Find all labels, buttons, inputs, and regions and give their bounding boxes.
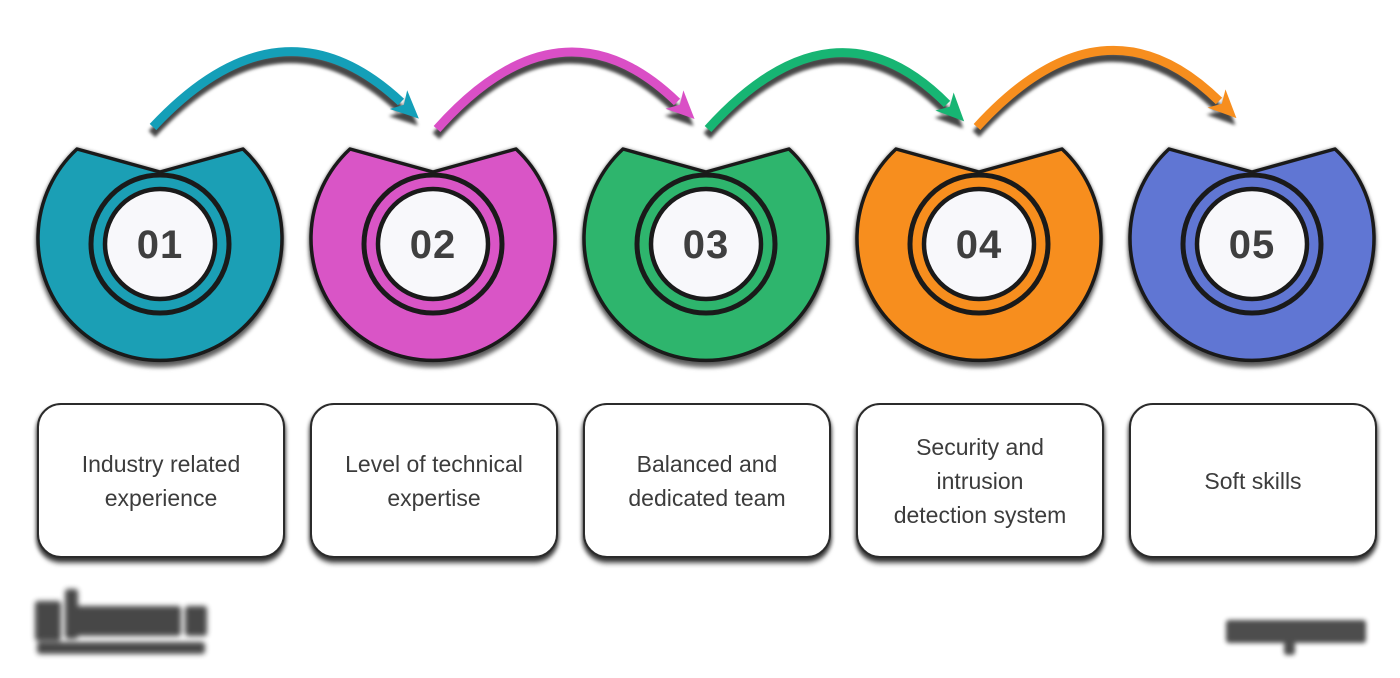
arrow-step3-to-step4	[704, 48, 965, 133]
watermark-logo	[1226, 616, 1368, 656]
step-badge-03: 03	[582, 147, 830, 363]
step-number: 02	[410, 223, 457, 267]
step-badge-01: 01	[36, 147, 284, 363]
number-circle	[375, 186, 491, 302]
number-circle	[1194, 186, 1310, 302]
number-circle	[921, 186, 1037, 302]
step-badge-02: 02	[309, 147, 557, 363]
step-badge-05: 05	[1128, 147, 1376, 363]
arrow-step4-to-step5	[973, 45, 1237, 131]
step-number: 04	[956, 223, 1003, 267]
step-card-5: Soft skills	[1129, 403, 1377, 558]
number-circle	[648, 186, 764, 302]
step-number: 05	[1229, 223, 1276, 267]
step-label: Soft skills	[1204, 467, 1302, 494]
number-circle	[102, 186, 218, 302]
step-badge-04: 04	[855, 147, 1103, 363]
arrow-step1-to-step2	[149, 47, 419, 131]
arrow-step2-to-step3	[433, 47, 695, 132]
brand-logo	[35, 589, 211, 663]
step-number: 01	[137, 223, 184, 267]
step-number: 03	[683, 223, 730, 267]
connector-arrows	[149, 45, 1237, 133]
